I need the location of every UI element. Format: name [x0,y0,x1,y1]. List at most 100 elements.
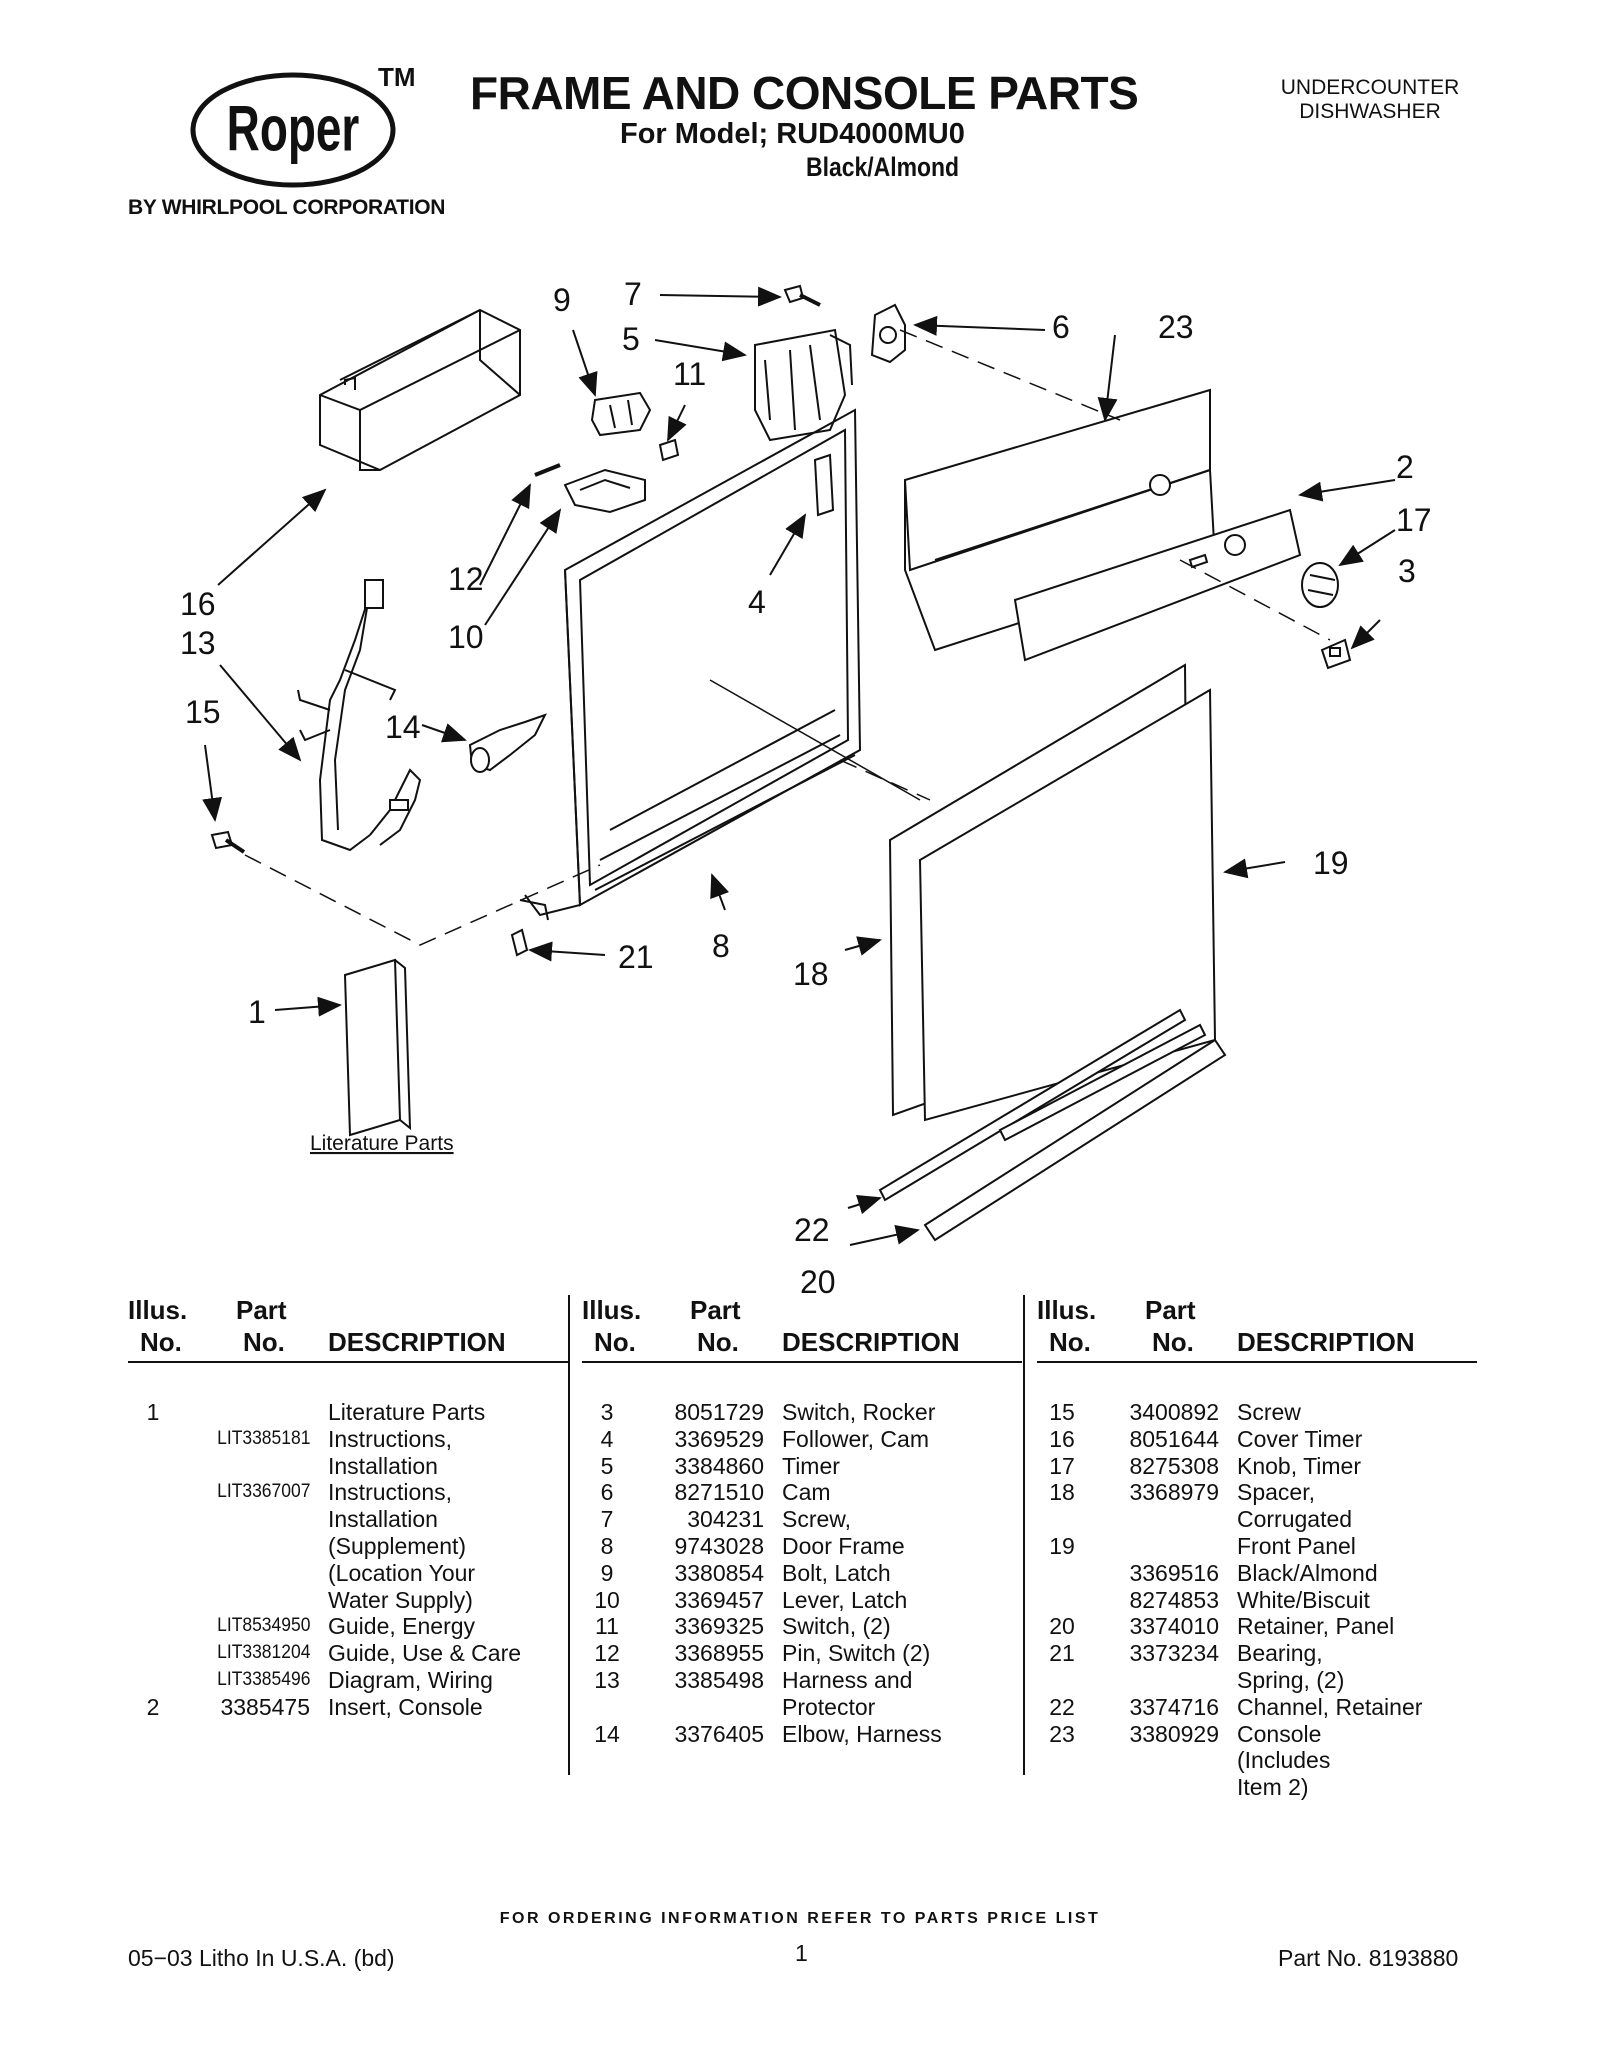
alignment-lines [244,329,1331,946]
harness-elbow-drawing [468,713,547,773]
part-number: 3374716 [1129,1693,1219,1720]
part-description: Protector [782,1693,876,1720]
part-number: 3373234 [1129,1640,1219,1667]
illus-number: 11 [595,1613,619,1640]
part-number: LIT3385181 [216,1427,310,1449]
part-description: Instructions, [328,1425,452,1452]
callout-10: 10 [448,619,484,655]
part-description: Channel, Retainer [1237,1693,1423,1720]
table-row: Item 2) [1037,1774,1477,1801]
part-description: Black/Almond [1237,1559,1378,1586]
part-description: Instructions, [328,1479,452,1506]
part-description: Corrugated [1237,1506,1353,1533]
part-description: Door Frame [782,1532,905,1559]
table-row: Spring, (2) [1037,1667,1477,1694]
part-description: Cover Timer [1237,1425,1363,1452]
callout-2: 2 [1396,449,1414,485]
table-row: LIT3367007 Instructions, [128,1479,568,1506]
illus-header: Illus. [128,1295,188,1325]
part-description: White/Biscuit [1237,1586,1370,1613]
table-row: 12 3368955 Pin, Switch (2) [582,1640,1022,1667]
part-number: 8051644 [1129,1425,1219,1452]
part-description: (Location Your [328,1559,476,1586]
part-number: 3369325 [674,1613,764,1640]
part-description: Timer [782,1452,840,1479]
part-number: 3384860 [674,1452,764,1479]
part-description: Follower, Cam [782,1425,929,1452]
timer-cover-drawing [319,308,521,472]
part-number: 3369529 [674,1425,764,1452]
part-description: Insert, Console [328,1693,483,1720]
callout-16: 16 [180,586,216,622]
illus-number: 9 [600,1559,614,1586]
part-number: 3369516 [1129,1559,1219,1586]
part-number: 3374010 [1129,1613,1219,1640]
callout-8: 8 [712,928,730,964]
part-description: Bearing, [1237,1640,1323,1667]
callout-7: 7 [624,276,642,312]
callout-15: 15 [185,694,221,730]
part-number: 3368979 [1129,1479,1219,1506]
appliance-line-1: UNDERCOUNTER [1280,76,1460,99]
harness-drawing [297,579,422,852]
part-number: 8051729 [674,1399,764,1425]
part-description: Pin, Switch (2) [782,1640,931,1667]
table-row: LIT3381204 Guide, Use & Care [128,1640,568,1667]
part-description: Switch, (2) [782,1613,891,1640]
trademark-mark: TM [378,62,416,92]
part-description: Console [1237,1720,1322,1747]
part-number: 3380929 [1129,1720,1219,1747]
part-description: Installation [328,1506,438,1533]
illus-number: 23 [1049,1720,1075,1747]
illus-no-header: No. [1049,1327,1091,1357]
callout-4: 4 [748,584,766,620]
column-header: Illus. No. Part No. DESCRIPTION [582,1295,1022,1363]
callout-22: 22 [794,1212,830,1248]
description-header: DESCRIPTION [782,1327,960,1357]
part-number: LIT3381204 [216,1642,310,1664]
callout-20: 20 [800,1264,836,1300]
illus-number: 1 [146,1399,160,1425]
part-number: 3385475 [220,1693,310,1720]
part-number: LIT3385496 [216,1668,310,1690]
illus-number: 21 [1049,1640,1075,1667]
document-part-number: Part No. 8193880 [1278,1945,1459,1971]
part-description: Guide, Use & Care [328,1640,522,1667]
part-number: 9743028 [674,1532,764,1559]
model-line: For Model; RUD4000MU0 [620,118,965,150]
roper-logo: Roper [190,72,396,188]
timer-assembly-drawing [754,284,906,442]
illus-number: 13 [594,1666,620,1693]
table-row: Installation [128,1453,568,1480]
literature-booklet-drawing [343,958,412,1137]
illus-number: 16 [1049,1425,1075,1452]
byline: BY WHIRLPOOL CORPORATION [128,196,446,219]
illus-number: 10 [594,1586,620,1613]
illus-number: 15 [1049,1399,1075,1425]
illus-number: 12 [594,1640,620,1667]
illus-number: 2 [146,1693,160,1720]
description-header: DESCRIPTION [1237,1327,1415,1357]
part-number: 3368955 [674,1640,764,1667]
logo-text: Roper [227,92,360,165]
part-number: LIT3367007 [216,1481,310,1503]
ordering-note: FOR ORDERING INFORMATION REFER TO PARTS … [499,1910,1101,1927]
illus-header: Illus. [582,1295,642,1325]
part-number: 3400892 [1129,1399,1219,1425]
part-description: Spacer, [1237,1479,1315,1506]
part-number: 8275308 [1129,1452,1219,1479]
part-description: Installation [328,1452,438,1479]
illus-number: 6 [600,1479,614,1506]
table-row: Corrugated [1037,1506,1477,1533]
